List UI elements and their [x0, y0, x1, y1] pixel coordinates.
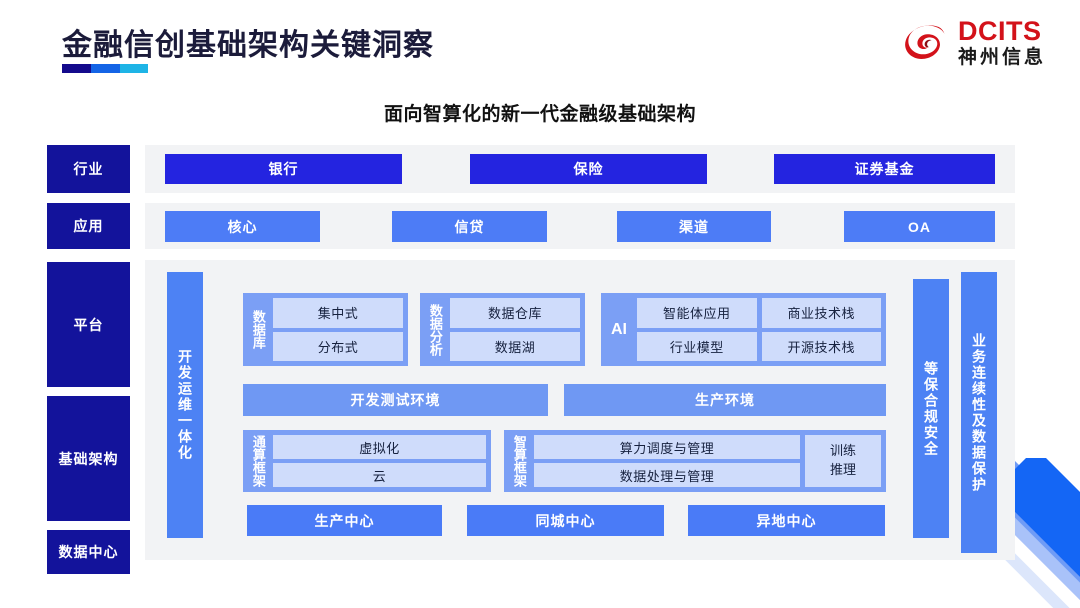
- group-cells-database: 集中式 分布式: [273, 298, 403, 361]
- application-chip-channel[interactable]: 渠道: [617, 211, 771, 242]
- industry-chip-securities-fund[interactable]: 证券基金: [774, 154, 995, 184]
- industry-chip-insurance[interactable]: 保险: [470, 154, 707, 184]
- datacenter-chip-metro[interactable]: 同城中心: [467, 505, 664, 536]
- application-chip-oa[interactable]: OA: [844, 211, 995, 242]
- brand-logo-text: DCITS 神州信息: [957, 16, 1046, 68]
- page-header: 金融信创基础架构关键洞察 DCITS 神州信息: [0, 0, 1080, 92]
- tier-label-application: 应用: [47, 203, 130, 249]
- group-cells-intelligent-computing: 算力调度与管理 数据处理与管理: [534, 435, 800, 487]
- cell-commercial-tech-stack[interactable]: 商业技术栈: [761, 298, 881, 328]
- title-underline-bar: [62, 64, 148, 73]
- group-cells-ai: 智能体应用 行业模型 商业技术栈 开源技术栈: [637, 298, 881, 361]
- cell-opensource-tech-stack[interactable]: 开源技术栈: [761, 331, 881, 361]
- cell-compute-scheduling[interactable]: 算力调度与管理: [534, 435, 800, 459]
- group-label-intelligent-computing: 智算框架: [511, 435, 527, 487]
- datacenter-chip-remote[interactable]: 异地中心: [688, 505, 885, 536]
- group-cells-data-analytics: 数据仓库 数据湖: [450, 298, 580, 361]
- cell-distributed[interactable]: 分布式: [273, 331, 403, 361]
- cell-training-inference[interactable]: 训练 推理: [805, 435, 881, 487]
- group-label-data-analytics: 数据分析: [427, 303, 443, 356]
- application-chip-core[interactable]: 核心: [165, 211, 320, 242]
- tier-label-datacenter: 数据中心: [47, 530, 130, 574]
- cell-data-warehouse[interactable]: 数据仓库: [450, 298, 580, 328]
- cell-inference-label: 推理: [829, 462, 856, 477]
- underline-segment-1: [62, 64, 92, 73]
- page-title: 金融信创基础架构关键洞察: [62, 29, 434, 62]
- cell-centralized[interactable]: 集中式: [273, 298, 403, 328]
- cell-training-label: 训练: [829, 443, 856, 459]
- group-label-ai: AI: [611, 320, 627, 338]
- group-label-database: 数据库: [250, 310, 266, 349]
- application-row-panel: 核心 信贷 渠道 OA: [145, 203, 1015, 249]
- tier-label-infrastructure: 基础架构: [47, 396, 130, 521]
- cell-agent-application[interactable]: 智能体应用: [637, 298, 757, 328]
- platform-group-data-analytics: 数据分析 数据仓库 数据湖: [420, 293, 585, 366]
- diagram-subtitle: 面向智算化的新一代金融级基础架构: [383, 104, 696, 125]
- platform-group-ai: AI 智能体应用 行业模型 商业技术栈 开源技术栈: [601, 293, 886, 366]
- brand-logo: DCITS 神州信息: [904, 18, 1046, 67]
- cell-data-processing[interactable]: 数据处理与管理: [534, 463, 800, 487]
- tier-label-platform: 平台: [47, 262, 130, 387]
- cell-industry-model[interactable]: 行业模型: [637, 331, 757, 361]
- platform-group-database: 数据库 集中式 分布式: [243, 293, 408, 366]
- cell-cloud[interactable]: 云: [273, 463, 486, 487]
- underline-segment-3: [119, 64, 148, 73]
- cell-virtualization[interactable]: 虚拟化: [273, 435, 486, 459]
- rail-compliance-security: 等保合规安全: [913, 279, 949, 538]
- application-chip-credit[interactable]: 信贷: [392, 211, 547, 242]
- rail-business-continuity: 业务连续性及数据保护: [961, 272, 997, 553]
- ai-column-left: 智能体应用 行业模型: [637, 298, 757, 361]
- cell-data-lake[interactable]: 数据湖: [450, 331, 580, 361]
- ai-column-right: 商业技术栈 开源技术栈: [761, 298, 881, 361]
- underline-segment-2: [91, 64, 120, 73]
- tier-label-industry: 行业: [47, 145, 130, 193]
- brand-name-cn: 神州信息: [957, 47, 1046, 68]
- industry-chip-bank[interactable]: 银行: [165, 154, 402, 184]
- dcits-swirl-icon: [905, 24, 945, 59]
- datacenter-chip-production[interactable]: 生产中心: [247, 505, 442, 536]
- environment-chip-dev-test[interactable]: 开发测试环境: [243, 384, 548, 416]
- group-cells-general-computing: 虚拟化 云: [273, 435, 486, 487]
- framework-group-general-computing: 通算框架 虚拟化 云: [243, 430, 491, 492]
- group-label-general-computing: 通算框架: [250, 435, 266, 487]
- industry-row-panel: 银行 保险 证券基金: [145, 145, 1015, 193]
- brand-name-en: DCITS: [957, 16, 1042, 46]
- environment-chip-production[interactable]: 生产环境: [564, 384, 886, 416]
- framework-group-intelligent-computing: 智算框架 算力调度与管理 数据处理与管理 训练 推理: [504, 430, 886, 492]
- rail-devops-integration: 开发运维一体化: [167, 272, 203, 538]
